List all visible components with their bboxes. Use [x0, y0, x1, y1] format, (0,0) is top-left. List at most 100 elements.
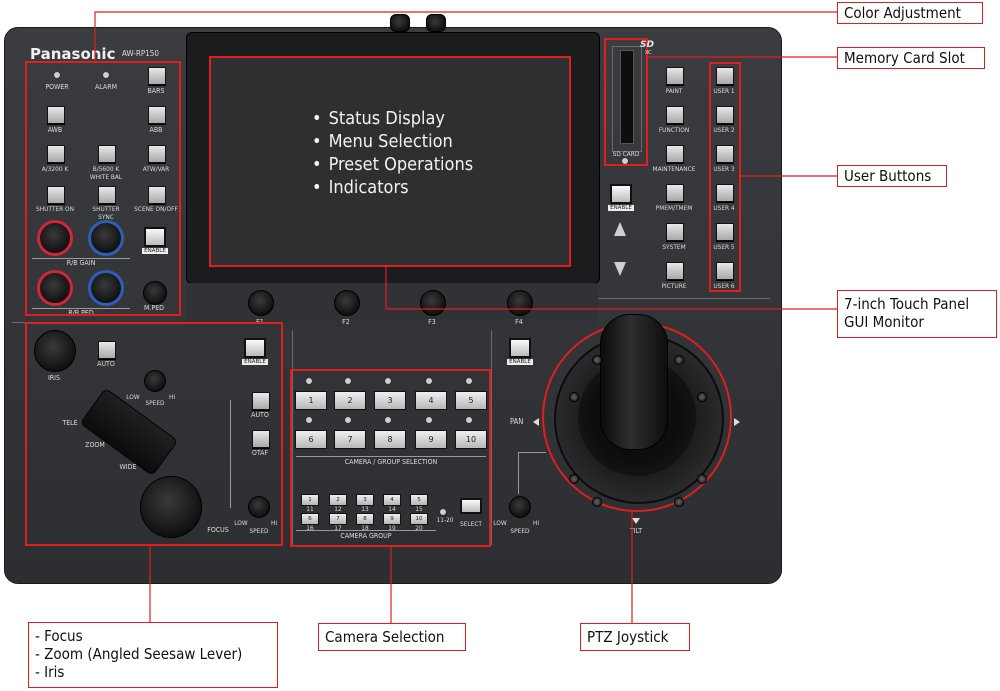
divider-cam-right	[491, 330, 492, 545]
callout-memory-card-slot: Memory Card Slot	[837, 47, 985, 69]
up-arrow-icon[interactable]	[614, 222, 626, 236]
f4-label: F4	[515, 318, 523, 326]
system-button[interactable]	[666, 223, 684, 241]
cam-group-sel-line	[296, 456, 486, 457]
shutter-sync-button[interactable]	[98, 186, 116, 204]
group-3-button[interactable]: 3	[356, 494, 374, 506]
joystick-screw-br	[697, 474, 707, 484]
down-arrow-icon[interactable]	[614, 262, 626, 276]
sdxc-logo-sub: XC	[645, 50, 652, 56]
callout-ptz-joystick: PTZ Joystick	[580, 623, 690, 651]
atw-var-button[interactable]	[148, 145, 166, 163]
r-gain-knob[interactable]	[37, 220, 73, 256]
focus-speed-low: LOW	[234, 519, 248, 527]
picture-button[interactable]	[666, 262, 684, 280]
f2-knob[interactable]	[334, 290, 360, 316]
group-7-button[interactable]: 7	[329, 513, 347, 525]
sd-card-label: SD CARD	[612, 150, 640, 158]
focus-auto-button[interactable]	[252, 392, 270, 410]
select-button[interactable]	[458, 497, 484, 517]
camera-5-button[interactable]: 5	[455, 391, 487, 410]
lens-enable-button[interactable]: ENABLE	[242, 337, 268, 365]
group-17-label: 17	[334, 524, 342, 532]
b-gain-knob[interactable]	[88, 220, 124, 256]
focus-knob[interactable]	[140, 476, 202, 538]
camera-group-label: CAMERA GROUP	[340, 532, 392, 540]
bars-button[interactable]	[148, 67, 166, 85]
zoom-speed-knob[interactable]	[144, 370, 166, 392]
camera-9-button[interactable]: 9	[415, 430, 447, 449]
camera-selection-highlight	[290, 369, 491, 547]
group-6-button[interactable]: 6	[301, 513, 319, 525]
f3-knob[interactable]	[420, 290, 446, 316]
group-8-button[interactable]: 8	[356, 513, 374, 525]
group-5-button[interactable]: 5	[410, 494, 428, 506]
ptz-joystick[interactable]	[600, 314, 668, 450]
group-2-button[interactable]: 2	[329, 494, 347, 506]
screen-feature-list: Status Display Menu Selection Preset Ope…	[312, 107, 474, 199]
f1-knob[interactable]	[248, 290, 274, 316]
range-led	[440, 509, 446, 515]
f4-knob[interactable]	[507, 290, 533, 316]
lens-connector-line	[230, 400, 231, 508]
camera-8-button[interactable]: 8	[374, 430, 406, 449]
sd-card-slot[interactable]	[620, 50, 634, 144]
otaf-button[interactable]	[252, 430, 270, 448]
a3200k-button[interactable]	[47, 145, 65, 163]
r-ped-knob[interactable]	[37, 270, 73, 306]
cam4-led	[426, 378, 432, 384]
shutter-on-button[interactable]	[47, 186, 65, 204]
b-ped-knob[interactable]	[88, 270, 124, 306]
user6-button[interactable]	[716, 262, 734, 280]
cam8-led	[385, 417, 391, 423]
scene-onoff-button[interactable]	[148, 186, 166, 204]
group-18-label: 18	[361, 524, 369, 532]
maintenance-button[interactable]	[666, 145, 684, 163]
zoom-wide-label: WIDE	[119, 463, 137, 471]
paint-label: PAINT	[665, 87, 683, 95]
group-10-button[interactable]: 10	[410, 513, 428, 525]
group-1-button[interactable]: 1	[301, 494, 319, 506]
color-enable-button[interactable]: ENABLE	[142, 226, 168, 254]
screen-item-menu: Menu Selection	[312, 130, 473, 153]
callout-monitor-line2: GUI Monitor	[844, 313, 924, 331]
group-11-label: 11	[306, 505, 314, 513]
user5-button[interactable]	[716, 223, 734, 241]
zoom-speed-hi: HI	[168, 393, 176, 401]
iris-auto-button[interactable]	[98, 341, 116, 359]
function-button[interactable]	[666, 106, 684, 124]
user1-button[interactable]	[716, 67, 734, 85]
m-ped-knob[interactable]	[143, 281, 167, 305]
camera-7-button[interactable]: 7	[334, 430, 366, 449]
b5600k-button[interactable]	[98, 145, 116, 163]
group-9-button[interactable]: 9	[383, 513, 401, 525]
camera-10-button[interactable]: 10	[455, 430, 487, 449]
paint-button[interactable]	[666, 67, 684, 85]
user3-label: USER 3	[713, 165, 735, 173]
camera-3-button[interactable]: 3	[374, 391, 406, 410]
user3-button[interactable]	[716, 145, 734, 163]
pmem-tmem-button[interactable]	[666, 184, 684, 202]
f3-label: F3	[428, 318, 436, 326]
ptz-enable-button[interactable]: ENABLE	[507, 337, 533, 365]
cam-group-line	[296, 530, 436, 531]
camera-2-button[interactable]: 2	[334, 391, 366, 410]
screen-item-indicators: Indicators	[312, 176, 473, 199]
abb-button[interactable]	[148, 106, 166, 124]
ptz-speed-knob[interactable]	[509, 496, 531, 518]
ptz-speed-hi: HI	[532, 519, 540, 527]
shutter-sync-label: SHUTTER SYNC	[92, 205, 120, 221]
user4-button[interactable]	[716, 184, 734, 202]
group-4-button[interactable]: 4	[383, 494, 401, 506]
menu-enable-button[interactable]: ENABLE	[608, 183, 634, 211]
awb-button[interactable]	[47, 106, 65, 124]
camera-1-button[interactable]: 1	[295, 391, 327, 410]
user2-button[interactable]	[716, 106, 734, 124]
camera-6-button[interactable]: 6	[295, 430, 327, 449]
ptz-speed-line	[518, 452, 519, 494]
focus-speed-knob[interactable]	[248, 496, 270, 518]
camera-4-button[interactable]: 4	[415, 391, 447, 410]
group-20-label: 20	[415, 524, 423, 532]
iris-knob[interactable]	[34, 330, 76, 372]
